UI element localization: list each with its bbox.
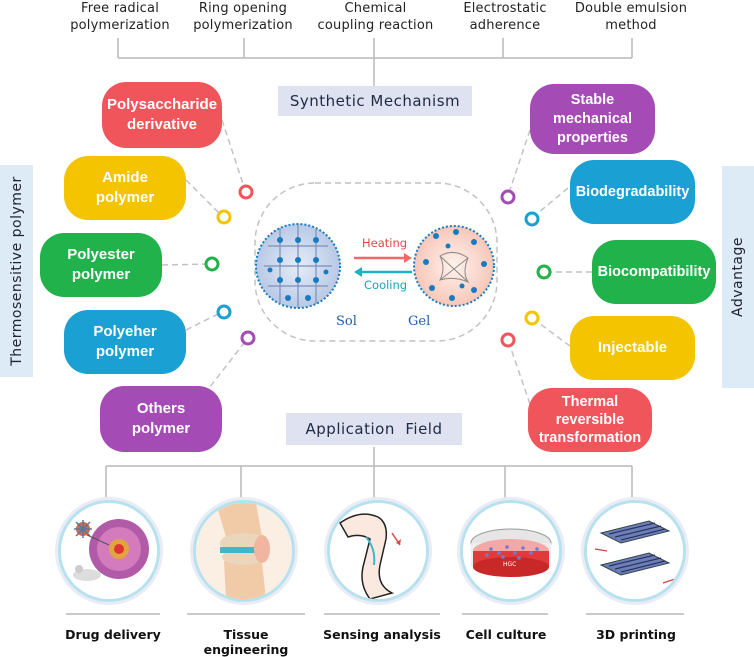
printed-layers-illustration <box>587 503 683 599</box>
cooling-label: Cooling <box>364 278 408 292</box>
method-ring-opening: Ring opening polymerization <box>193 1 293 33</box>
pill-biocompatibility: Biocompatibility <box>592 240 716 304</box>
pill-injectable: Injectable <box>570 316 695 380</box>
pill-amide-label: Amide polymer <box>95 169 155 206</box>
method-free-radical: Free radical polymerization <box>70 1 170 33</box>
pill-others: Others polymer <box>100 386 222 452</box>
drug-delivery-illustration <box>61 503 157 599</box>
sol-label: Sol <box>336 314 357 329</box>
pill-stable-mechanical: Stable mechanical properties <box>530 84 655 154</box>
pill-polyeher-label: Polyeher polymer <box>93 323 157 360</box>
pill-polyeher: Polyeher polymer <box>64 310 186 374</box>
advantage-text: Advantage <box>730 236 746 318</box>
pill-others-label: Others polymer <box>131 400 191 437</box>
heating-label: Heating <box>362 236 408 250</box>
pill-biodegradability-label: Biodegradability <box>575 184 690 200</box>
pill-thermal-reversible-label: Thermal reversible transformation <box>538 394 642 446</box>
method-chemical-coupling: Chemical coupling reaction <box>317 1 434 33</box>
method-double-emulsion: Double emulsion method <box>574 1 688 33</box>
method-electrostatic: Electrostatic adherence <box>463 1 547 33</box>
app-label-tissue-engineering: Tissue engineering <box>203 627 289 657</box>
pill-amide: Amide polymer <box>64 156 186 220</box>
application-field-label: Application Field <box>286 413 462 445</box>
advantage-label: Advantage <box>722 166 754 388</box>
pill-polyester-label: Polyester polymer <box>67 246 135 283</box>
thermosensitive-polymer-label: Thermosensitive polymer <box>0 165 33 377</box>
app-label-3d-printing: 3D printing <box>596 627 676 642</box>
app-label-sensing-analysis: Sensing analysis <box>323 627 441 642</box>
pill-polysaccharide-label: Polysaccharide derivative <box>106 96 218 133</box>
thermosensitive-polymer-text: Thermosensitive polymer <box>8 176 25 366</box>
synthetic-mechanism-label: Synthetic Mechanism <box>278 86 472 116</box>
app-label-drug-delivery: Drug delivery <box>65 627 161 642</box>
printed-layers-icon <box>584 500 686 602</box>
pill-thermal-reversible: Thermal reversible transformation <box>528 388 652 452</box>
pill-biodegradability: Biodegradability <box>570 160 695 224</box>
petri-dish-illustration <box>463 503 559 599</box>
pill-polyester: Polyester polymer <box>40 233 162 297</box>
knee-joint-illustration <box>196 503 292 599</box>
gel-label: Gel <box>408 314 431 329</box>
pill-stable-mechanical-label: Stable mechanical properties <box>553 91 632 146</box>
arm-sensor-icon <box>327 500 429 602</box>
pill-polysaccharide: Polysaccharide derivative <box>102 82 222 148</box>
knee-joint-icon <box>193 500 295 602</box>
dish-label: HGC <box>503 561 517 568</box>
pill-biocompatibility-label: Biocompatibility <box>597 264 711 280</box>
pill-injectable-label: Injectable <box>597 339 668 356</box>
drug-delivery-icon <box>58 500 160 602</box>
petri-dish-icon: HGC <box>460 500 562 602</box>
arm-sensor-illustration <box>330 503 426 599</box>
app-label-cell-culture: Cell culture <box>465 627 547 642</box>
